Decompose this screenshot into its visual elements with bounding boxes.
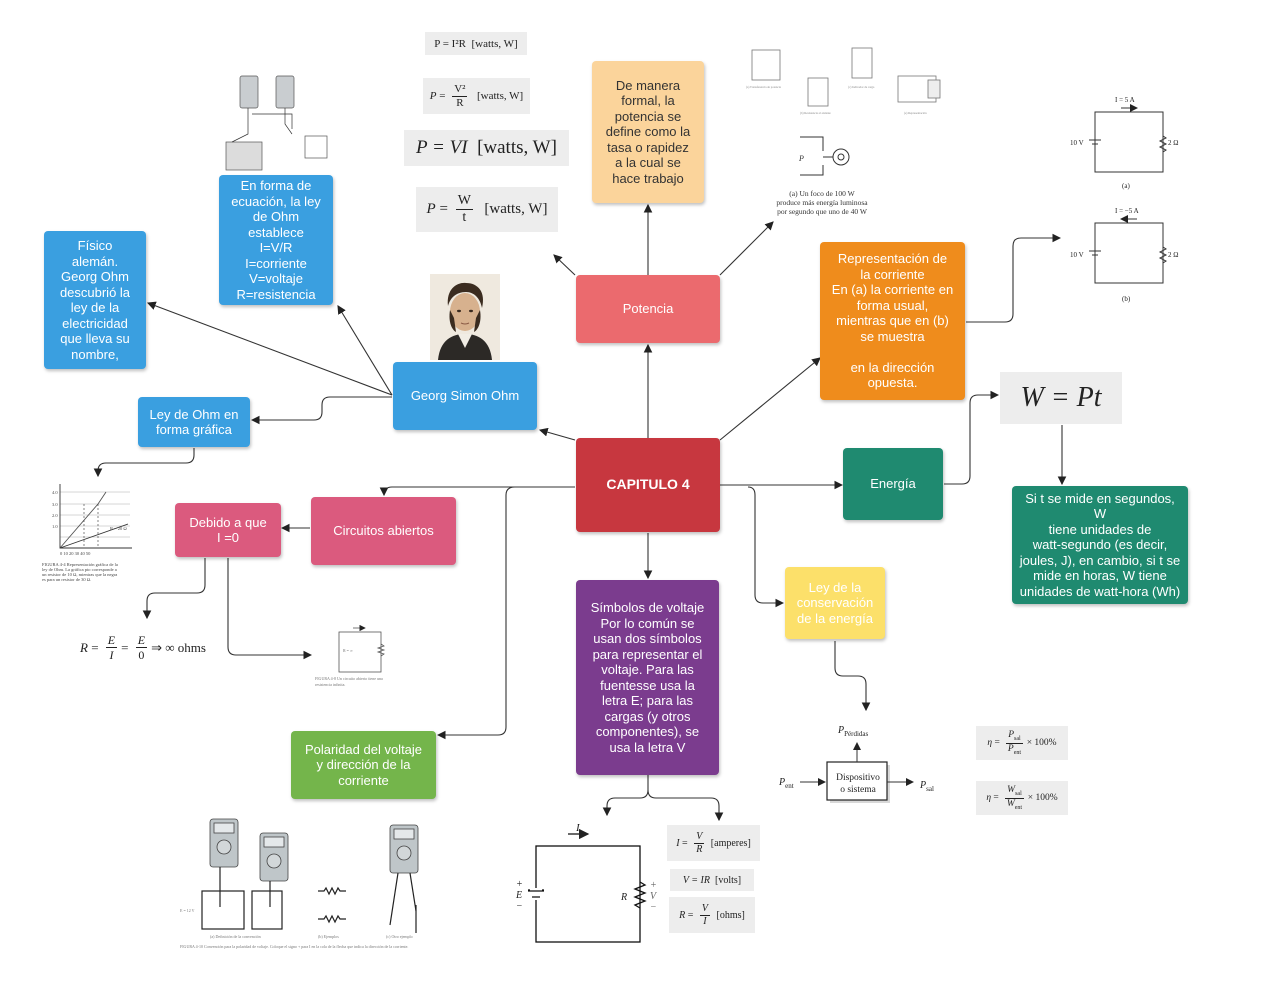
p-sal-label: Psal <box>920 780 934 793</box>
potencia-node[interactable]: Potencia <box>576 275 720 343</box>
ohm-equation-node[interactable]: En forma de ecuación, la ley de Ohm esta… <box>219 175 333 305</box>
svg-text:un resistor de 10 Ω, mientras: un resistor de 10 Ω, mientras que la neg… <box>42 572 117 578</box>
svg-text:(b) Ejemplos: (b) Ejemplos <box>318 934 339 939</box>
svg-text:resistencia infinita.: resistencia infinita. <box>315 682 345 687</box>
edge-cap-representacion <box>719 357 821 441</box>
simbolos-node[interactable]: Símbolos de voltaje Por lo común se usan… <box>576 580 719 775</box>
edge-ohm-graph <box>250 396 392 425</box>
voltage-circuit-i: I <box>576 822 580 834</box>
central-node[interactable]: CAPITULO 4 <box>576 438 720 532</box>
svg-text:4.0: 4.0 <box>52 490 58 495</box>
edge-debido-circuit <box>227 558 313 660</box>
conservacion-node[interactable]: Ley de la conservación de la energía <box>785 567 885 639</box>
svg-text:FIGURA 4-8 Un circuito abier: FIGURA 4-8 Un circuito abierto tiene una <box>315 676 383 681</box>
svg-text:(a) Transferencia de potencia: (a) Transferencia de potencia <box>746 85 782 89</box>
edge-graph-chart <box>93 448 195 478</box>
bulb-diagram: P <box>798 136 850 176</box>
voltage-circuit-r: R <box>621 892 628 903</box>
edge-cap-ohm <box>538 427 576 441</box>
open-circuit-diagram: FIGURA 4-8 Un circuito abierto tiene una… <box>315 624 386 687</box>
svg-text:(c) Otro ejemplo: (c) Otro ejemplo <box>386 934 413 939</box>
svg-text:0 10 20 30 40 50: 0 10 20 30 40 50 <box>60 551 91 556</box>
edge-rep-circuits <box>966 233 1062 323</box>
svg-text:2.0: 2.0 <box>52 513 58 518</box>
p-ent-label: Pent <box>779 777 794 790</box>
voltage-circuit-e: +E− <box>516 879 523 912</box>
voltage-a-label: 10 V <box>1070 139 1084 147</box>
current-direction-circuits <box>1089 104 1168 284</box>
device-diagram <box>800 742 914 803</box>
ohm-bio-node[interactable]: Físico alemán. Georg Ohm descubrió la le… <box>44 231 146 369</box>
svg-text:(a) Definición de la convenció: (a) Definición de la convención <box>210 934 261 939</box>
edge-potencia-bulb <box>719 221 774 276</box>
edge-ohm-eq <box>337 305 393 396</box>
caption-a: (a) <box>1122 182 1130 190</box>
polarity-meters-figure: (a) Definición de la convención (b) Ejem… <box>180 818 419 949</box>
formula-p-i2r: P = I²R [watts, W] <box>425 32 527 55</box>
ohm-meters-thumbnail <box>225 75 328 171</box>
svg-text:(c) Indicador de carga: (c) Indicador de carga <box>848 85 875 89</box>
svg-text:ley de Ohm. La gráfica pto cor: ley de Ohm. La gráfica pto corresponde a <box>42 567 117 572</box>
georg-ohm-portrait <box>430 274 500 360</box>
ohm-graph-chart: 4.0 3.0 2.0 1.0 0 10 20 30 40 50 R = 20 … <box>42 484 132 582</box>
edge-energia-wpt <box>944 390 1000 485</box>
resistance-b-label: 2 Ω <box>1168 251 1179 259</box>
voltage-symbol-circuit <box>528 828 647 943</box>
svg-text:FIGURA 4-10 Convención para: FIGURA 4-10 Convención para la polaridad… <box>180 944 408 949</box>
voltage-b-label: 10 V <box>1070 251 1084 259</box>
ohm-graph-node[interactable]: Ley de Ohm en forma gráfica <box>138 397 250 447</box>
svg-text:FIGURA 4-4 Representación gr: FIGURA 4-4 Representación gráfica de la <box>42 562 118 567</box>
power-schematics-thumbnail: (a) Transferencia de potencia (b) Resist… <box>746 47 941 115</box>
edge-cons-device <box>834 641 871 712</box>
edge-ohm-bio <box>146 301 393 396</box>
debido-node[interactable]: Debido a que I =0 <box>175 503 281 557</box>
energia-node[interactable]: Energía <box>843 448 943 520</box>
current-a-label: I = 5 A <box>1115 96 1135 104</box>
edge-cap-conservacion <box>747 486 785 608</box>
svg-text:es para un resistor de 30 Ω.: es para un resistor de 30 Ω. <box>42 577 91 582</box>
svg-text:(b) Resistencia al aislante: (b) Resistencia al aislante <box>800 111 831 115</box>
caption-b: (b) <box>1122 295 1131 303</box>
formula-p-vi: P = VI [watts, W] <box>404 130 569 166</box>
edge-simb-circuit <box>602 775 649 817</box>
energia-definition-node[interactable]: Si t se mide en segundos, W tiene unidad… <box>1012 486 1188 604</box>
svg-text:1.0: 1.0 <box>52 524 58 529</box>
svg-text:R = ∞: R = ∞ <box>343 648 353 653</box>
representacion-node[interactable]: Representación de la corriente En (a) la… <box>820 242 965 400</box>
georg-ohm-node[interactable]: Georg Simon Ohm <box>393 362 537 430</box>
svg-text:(e) Representación: (e) Representación <box>904 111 927 115</box>
dispositivo-label: Dispositivo o sistema <box>836 773 880 795</box>
polaridad-node[interactable]: Polaridad del voltaje y dirección de la … <box>291 731 436 799</box>
svg-text:3.0: 3.0 <box>52 502 58 507</box>
circuitos-abiertos-node[interactable]: Circuitos abiertos <box>311 497 456 565</box>
edge-debido-formula <box>142 558 206 620</box>
edge-cap-circuitos <box>379 486 575 497</box>
current-b-label: I = −5 A <box>1115 207 1139 215</box>
svg-text:E = 12 V: E = 12 V <box>180 908 195 913</box>
edge-simb-formulas <box>647 789 724 822</box>
formula-v-ir: V = IR [volts] <box>670 869 754 891</box>
potencia-definition-node[interactable]: De manera formal, la potencia se define … <box>592 61 704 203</box>
formula-w-pt: W = Pt <box>1000 372 1122 424</box>
edge-cap-polaridad <box>436 486 575 740</box>
bulb-caption: (a) Un foco de 100 W produce más energía… <box>776 189 868 216</box>
svg-text:P: P <box>798 154 804 163</box>
svg-text:R = 20 Ω: R = 20 Ω <box>110 526 127 531</box>
voltage-circuit-v: +V− <box>650 880 657 913</box>
edge-potencia-formulas <box>553 254 576 276</box>
p-perdidas-label: PPérdidas <box>838 725 869 738</box>
resistance-a-label: 2 Ω <box>1168 139 1179 147</box>
